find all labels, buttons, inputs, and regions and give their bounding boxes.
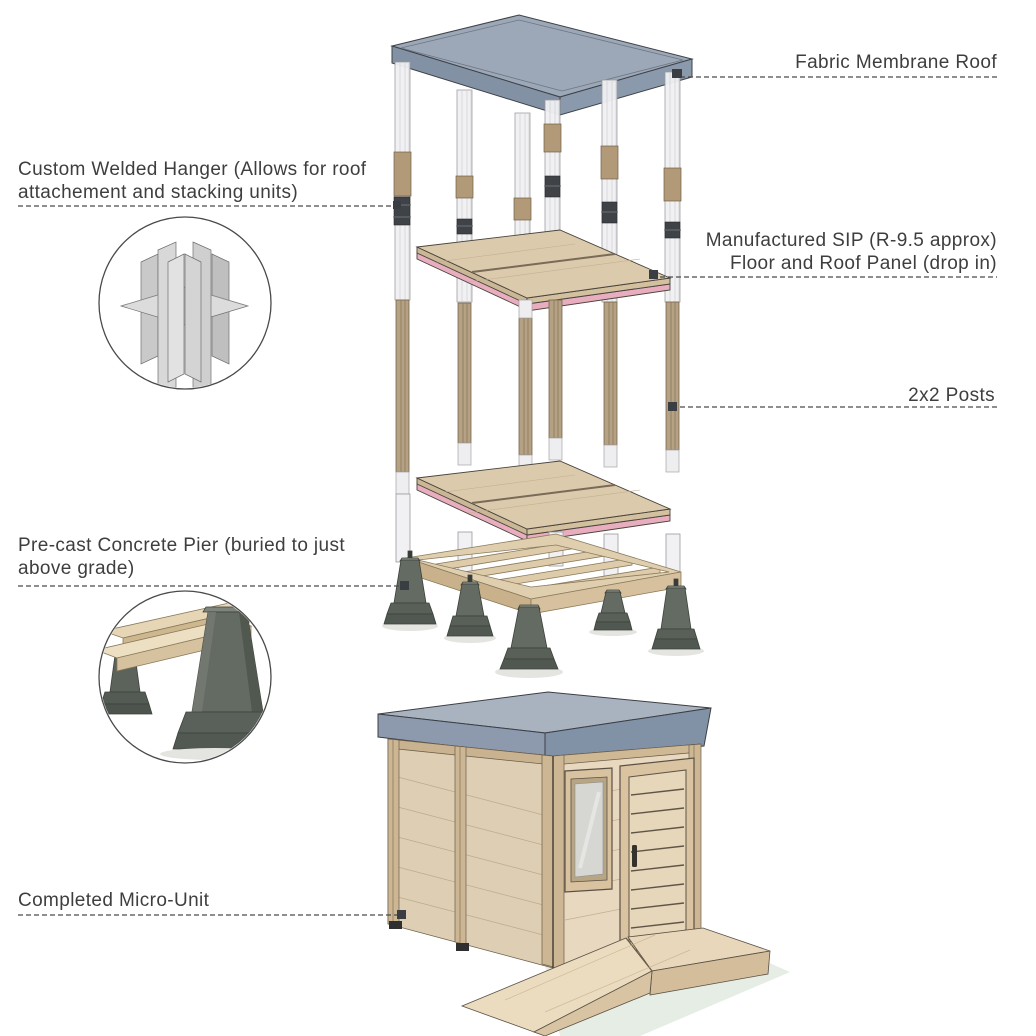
cabin-door <box>619 757 695 954</box>
callout-precast-concrete-pier: Pre-cast Concrete Pier (buried to just a… <box>18 534 345 580</box>
callout-text: Completed Micro-Unit <box>18 890 210 911</box>
callout-text: 2x2 Posts <box>908 385 995 406</box>
callout-text-line1: Custom Welded Hanger (Allows for roof <box>18 159 367 180</box>
pier <box>593 589 633 631</box>
pier <box>446 574 494 637</box>
callout-text-line1: Pre-cast Concrete Pier (buried to just <box>18 535 346 556</box>
hanger-detail-circle <box>98 216 272 390</box>
callout-completed-micro-unit: Completed Micro-Unit <box>18 889 209 912</box>
callout-text-line2: above grade) <box>18 558 135 580</box>
sip-panel-lower <box>415 460 672 543</box>
callout-text-line1: Manufactured SIP (R-9.5 approx) <box>705 230 997 251</box>
door-slats <box>630 788 685 929</box>
callout-text-line2: Floor and Roof Panel (drop in) <box>730 253 997 275</box>
cabin-feet <box>389 921 469 951</box>
concrete-piers <box>383 550 701 670</box>
mid-wood-posts <box>395 299 680 473</box>
exploded-structure <box>382 14 704 678</box>
callout-custom-welded-hanger: Custom Welded Hanger (Allows for roof at… <box>18 158 366 204</box>
fabric-roof-slab <box>390 14 694 116</box>
completed-micro-unit <box>377 691 790 1036</box>
cabin-window <box>564 767 613 893</box>
pier <box>383 550 437 625</box>
entry-ramp <box>460 927 771 1036</box>
callout-text-line2: attachement and stacking units) <box>18 182 299 204</box>
sip-panel-upper <box>415 229 672 312</box>
callout-text: Fabric Membrane Roof <box>795 52 997 73</box>
pier-detail-circle <box>98 590 272 764</box>
steel-hanger-icon <box>119 241 250 388</box>
wood-blocking <box>393 123 682 221</box>
callout-manufactured-sip: Manufactured SIP (R-9.5 approx) Floor an… <box>706 229 997 275</box>
leader-markers <box>393 69 682 919</box>
callout-fabric-membrane-roof: Fabric Membrane Roof <box>795 51 997 74</box>
floor-frame <box>405 533 682 615</box>
callout-2x2-posts: 2x2 Posts <box>908 384 995 407</box>
door-handle <box>632 845 637 867</box>
pier <box>499 604 559 670</box>
pier <box>651 578 701 650</box>
leader-lines <box>18 76 997 916</box>
cabin-roof <box>377 691 712 758</box>
